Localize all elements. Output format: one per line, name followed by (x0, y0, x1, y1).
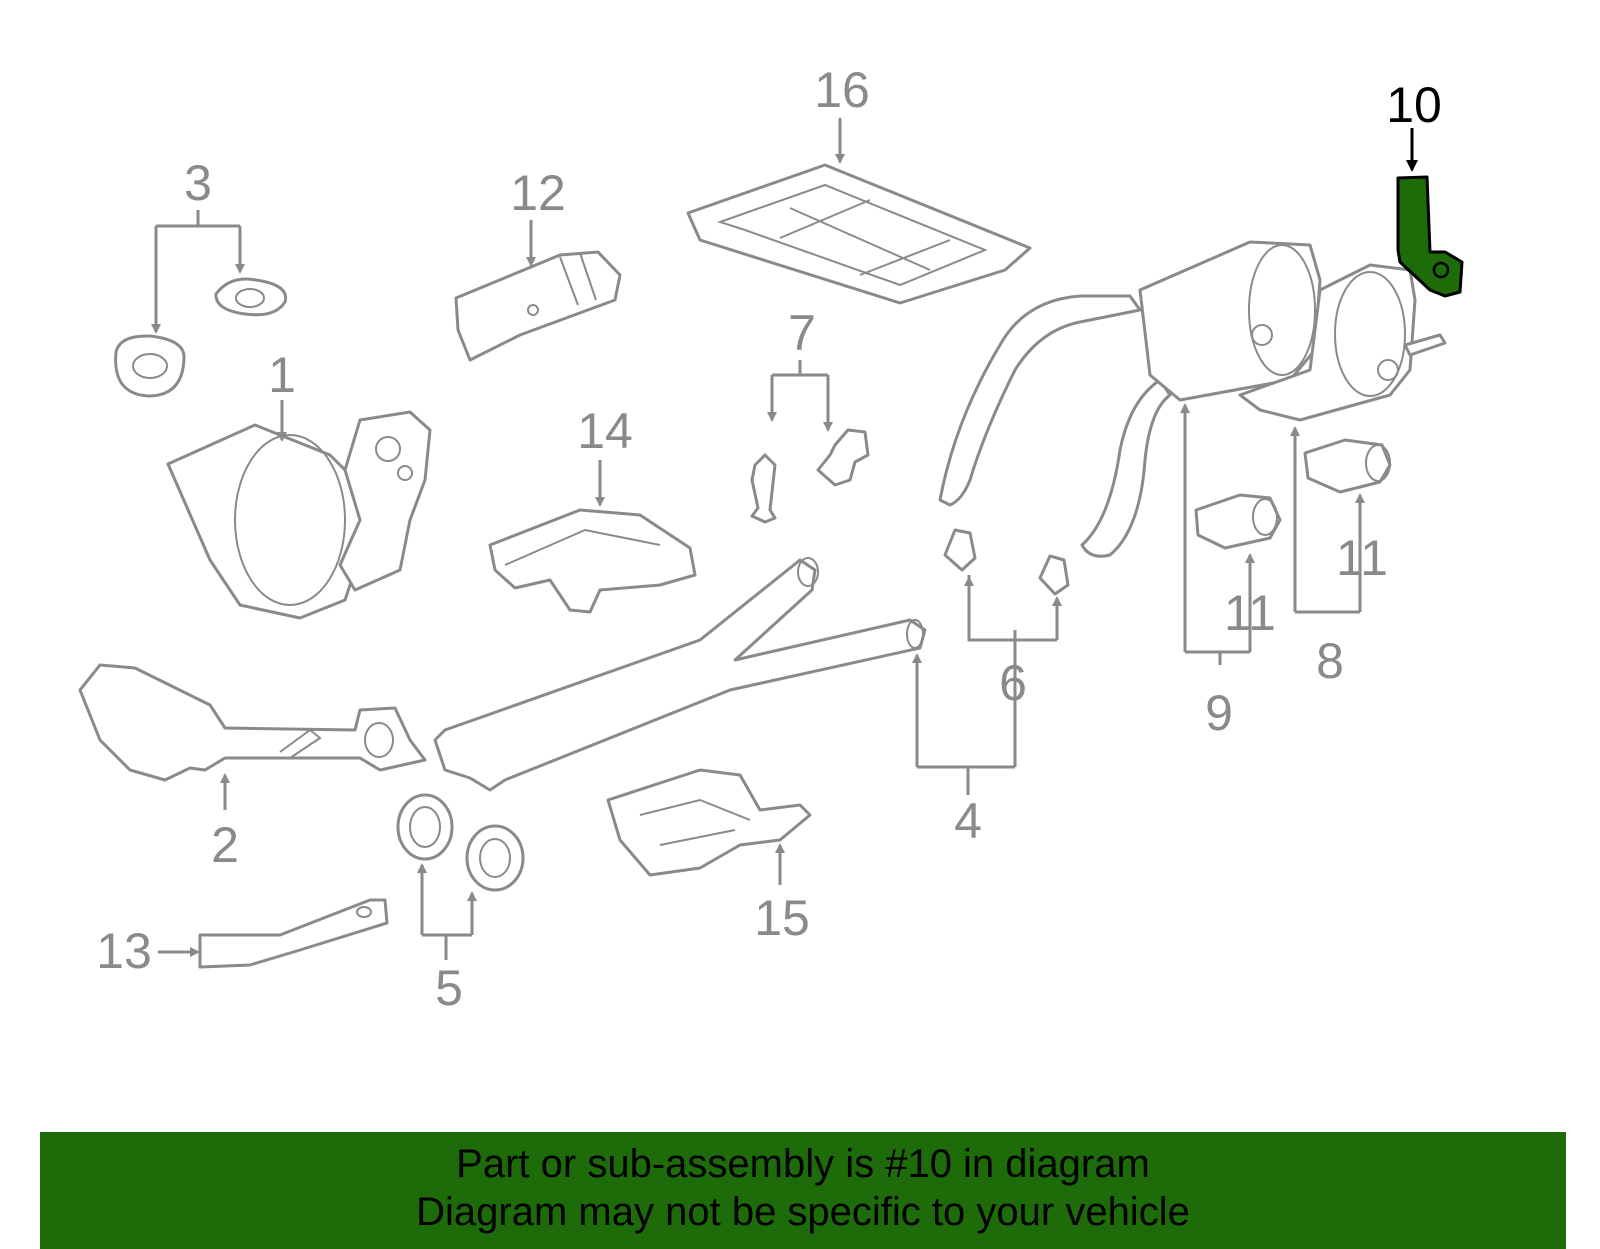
part-9-muffler-left (938, 240, 1322, 558)
callout-8: 8 (1316, 633, 1344, 689)
callout-6: 6 (999, 655, 1027, 711)
callout-3: 3 (184, 155, 212, 211)
part-13-bracket (198, 898, 389, 969)
part-1-catalytic-converter (166, 410, 432, 620)
part-12-heat-shield (454, 250, 622, 362)
callout-5: 5 (435, 960, 463, 1016)
part-4-y-pipe (433, 557, 927, 792)
callout-labels: 16 12 3 1 14 7 2 13 5 15 4 6 9 11 8 11 1… (96, 62, 1442, 1016)
callout-9: 9 (1205, 685, 1233, 741)
part-7-hangers (750, 428, 870, 524)
callout-11-left: 11 (1224, 585, 1276, 641)
part-14-heat-shield (488, 508, 697, 614)
callout-10: 10 (1386, 77, 1442, 133)
callout-4: 4 (954, 793, 982, 849)
part-8-muffler-right (1238, 263, 1447, 422)
part-11-tips (1194, 438, 1392, 550)
part-15-heat-shield (606, 768, 812, 877)
part-2-front-pipe (78, 663, 427, 782)
callout-12: 12 (510, 165, 566, 221)
banner-line-1: Part or sub-assembly is #10 in diagram (456, 1142, 1150, 1186)
part-3-gaskets (114, 277, 288, 398)
callout-1: 1 (268, 347, 296, 403)
part-6-isolators (943, 528, 1070, 596)
callout-15: 15 (754, 890, 810, 946)
part-16-heat-shield (686, 163, 1032, 305)
banner-line-2: Diagram may not be specific to your vehi… (416, 1190, 1190, 1234)
callout-13: 13 (96, 923, 152, 979)
callout-11-right: 11 (1336, 530, 1388, 586)
callout-7: 7 (788, 305, 816, 361)
part-10-highlighted-bracket (1396, 175, 1464, 298)
callout-2: 2 (211, 817, 239, 873)
callout-16: 16 (814, 62, 870, 118)
callout-14: 14 (577, 403, 633, 459)
info-banner: Part or sub-assembly is #10 in diagram D… (40, 1132, 1566, 1249)
leader-lines (151, 118, 1418, 960)
part-5-seals (396, 793, 525, 892)
